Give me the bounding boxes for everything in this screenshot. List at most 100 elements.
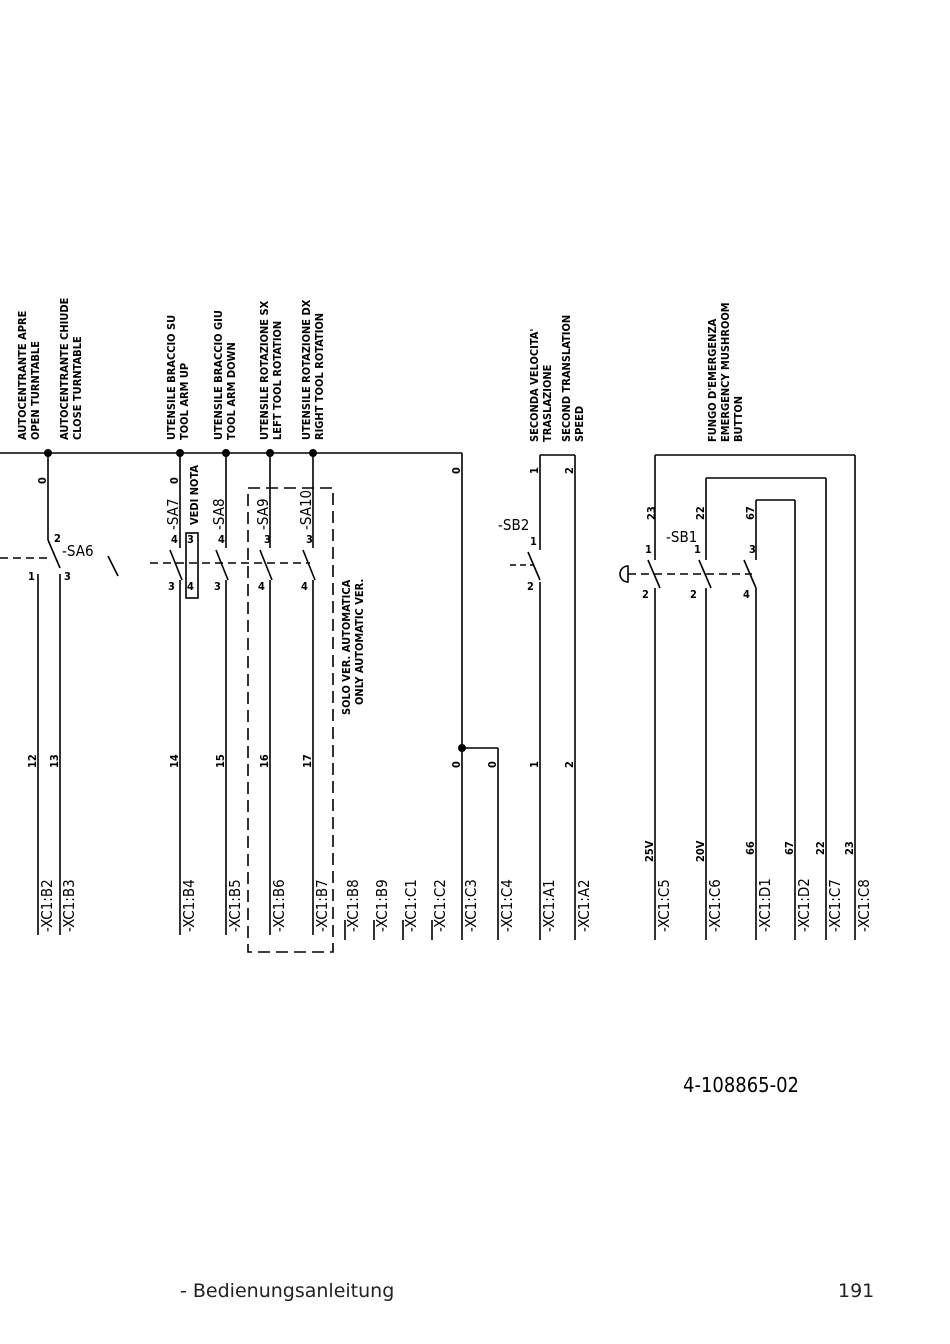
footer-title: - Bedienungsanleitung — [180, 1280, 395, 1302]
terminal-label: -XC1:C7 — [826, 879, 844, 932]
wire-number: 67 — [783, 841, 796, 855]
pin-label: 4 — [218, 533, 225, 546]
terminal-label: -XC1:C5 — [655, 879, 673, 932]
header-label: AUTOCENTRANTE APREOPEN TURNTABLE — [16, 310, 42, 440]
pin-label: 4 — [743, 588, 750, 601]
terminal-label: -XC1:C1 — [402, 879, 420, 932]
wire-number: 1 — [528, 467, 541, 474]
wire-number: 0 — [450, 761, 463, 768]
pin-label: 23 — [645, 506, 658, 520]
terminal-label: -XC1:D1 — [756, 878, 774, 932]
header-label: UTENSILE BRACCIO GIUTOOL ARM DOWN — [212, 310, 238, 440]
header-label: FUNGO D'EMERGENZAEMERGENCY MUSHROOMBUTTO… — [706, 302, 745, 442]
wire-number: 13 — [48, 754, 61, 768]
mushroom-symbol — [619, 565, 629, 583]
pin-label: 2 — [527, 580, 534, 593]
junction-dot — [176, 449, 184, 457]
terminal-label: -XC1:B3 — [60, 879, 78, 932]
pin-label: 2 — [54, 532, 61, 545]
pin-label: 1 — [694, 543, 701, 556]
pin-label: 1 — [28, 570, 35, 583]
wire-number: 0 — [450, 467, 463, 474]
sb2-label: -SB2 — [498, 516, 529, 534]
pin-label: 3 — [306, 533, 313, 546]
terminal-label: -XC1:B2 — [38, 879, 56, 932]
automatic-version-box — [247, 487, 334, 953]
pin-label: 3 — [64, 570, 71, 583]
wire-number: 0 — [486, 761, 499, 768]
wire-number: 22 — [814, 841, 827, 855]
terminal-label: -XC1:C8 — [855, 879, 873, 932]
terminal-label: -XC1:B6 — [270, 879, 288, 932]
wire-number: 20V — [694, 840, 707, 862]
wire-number: 17 — [301, 754, 314, 768]
terminal-label: -XC1:C2 — [431, 879, 449, 932]
junction-dot — [458, 744, 466, 752]
terminal-label: -XC1:A2 — [575, 879, 593, 932]
pin-label: 1 — [530, 535, 537, 548]
wire-number: 0 — [168, 477, 181, 484]
sb2-blade — [527, 551, 541, 581]
vedi-nota-label: VEDI NOTA — [188, 465, 201, 525]
pin-label: 4 — [301, 580, 308, 593]
automatic-note: SOLO VER. AUTOMATICAONLY AUTOMATIC VER. — [340, 579, 366, 715]
pin-label: 3 — [264, 533, 271, 546]
header-label: AUTOCENTRANTE CHIUDECLOSE TURNTABLE — [58, 297, 84, 440]
wire-number: 2 — [563, 467, 576, 474]
wire-number: 14 — [168, 754, 181, 768]
sb1-label: -SB1 — [666, 528, 697, 546]
sa9-blade — [259, 549, 273, 581]
sa10-blade — [302, 549, 316, 581]
junction-dot — [44, 449, 52, 457]
terminal-label: -XC1:B7 — [313, 879, 331, 932]
terminal-label: -XC1:B4 — [180, 879, 198, 932]
pin-label: 3 — [168, 580, 175, 593]
sa8-label: -SA8 — [210, 498, 228, 530]
wire-number: 0 — [36, 477, 49, 484]
wire-number: 2 — [563, 761, 576, 768]
terminal-label: -XC1:C3 — [462, 879, 480, 932]
wire-number: 16 — [258, 754, 271, 768]
sa9-label: -SA9 — [254, 498, 272, 530]
header-label: UTENSILE ROTAZIONE DXRIGHT TOOL ROTATION — [300, 299, 326, 440]
drawing-number: 4-108865-02 — [683, 1073, 799, 1097]
sa8-blade — [215, 549, 229, 581]
sa6-blade — [47, 539, 61, 569]
sa10-label: -SA10 — [297, 490, 315, 530]
sa6-actuator — [107, 555, 119, 577]
wire-number: 23 — [843, 841, 856, 855]
sa7-label: -SA7 — [164, 498, 182, 530]
header-label: UTENSILE BRACCIO SUTOOL ARM UP — [165, 315, 191, 440]
pin-label: 4 — [258, 580, 265, 593]
wire-number: 66 — [744, 841, 757, 855]
pin-label: 3 — [214, 580, 221, 593]
pin-label: 3 — [187, 533, 194, 546]
wire-number: 25V — [643, 840, 656, 862]
wire-number: 12 — [26, 754, 39, 768]
terminal-label: -XC1:C6 — [706, 879, 724, 932]
sa7-blade — [169, 549, 183, 581]
junction-dot — [309, 449, 317, 457]
page-number: 191 — [838, 1280, 875, 1302]
pin-label: 22 — [694, 506, 707, 520]
header-label: UTENSILE ROTAZIONE SXLEFT TOOL ROTATION — [258, 300, 284, 440]
terminal-label: -XC1:C4 — [498, 879, 516, 932]
wire-number: 15 — [214, 754, 227, 768]
pin-label: 3 — [749, 543, 756, 556]
pin-label: 2 — [690, 588, 697, 601]
terminal-label: -XC1:B5 — [226, 879, 244, 932]
sa6-label: -SA6 — [62, 542, 94, 560]
junction-dot — [266, 449, 274, 457]
pin-label: 2 — [642, 588, 649, 601]
terminal-label: -XC1:B8 — [344, 879, 362, 932]
pin-label: 1 — [645, 543, 652, 556]
pin-label: 4 — [187, 580, 194, 593]
vedi-nota-box — [185, 532, 199, 599]
pin-label: 4 — [171, 533, 178, 546]
terminal-label: -XC1:A1 — [540, 879, 558, 932]
sb1-blade-2 — [698, 559, 712, 589]
terminal-label: -XC1:D2 — [795, 878, 813, 932]
wire-number: 1 — [528, 761, 541, 768]
